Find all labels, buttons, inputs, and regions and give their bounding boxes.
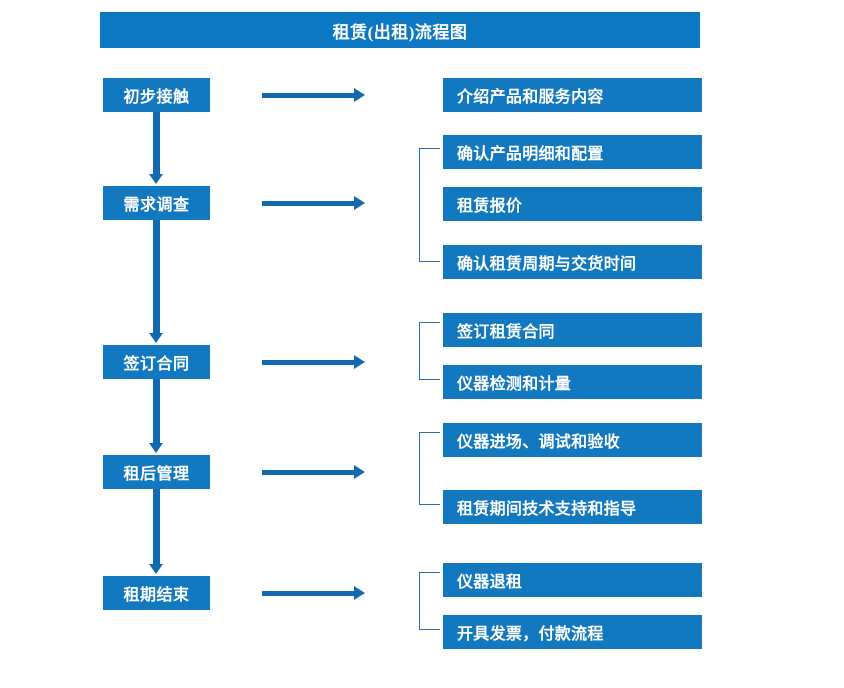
detail-box-10[interactable]: 开具发票，付款流程 (443, 615, 702, 649)
stage-box-2[interactable]: 需求调查 (103, 186, 210, 220)
arrow-shaft (153, 489, 160, 565)
right-arrow-icon-5 (262, 586, 365, 600)
stage-box-1[interactable]: 初步接触 (103, 78, 210, 112)
arrow-shaft (262, 360, 355, 365)
group-bracket-2 (419, 322, 440, 380)
detail-box-8[interactable]: 租赁期间技术支持和指导 (443, 490, 702, 524)
detail-box-2[interactable]: 确认产品明细和配置 (443, 135, 702, 169)
chart-title-bar: 租赁(出租)流程图 (100, 12, 700, 48)
arrow-shaft (262, 591, 355, 596)
detail-box-1[interactable]: 介绍产品和服务内容 (443, 78, 702, 112)
stage-box-5[interactable]: 租期结束 (103, 576, 210, 610)
arrow-head (354, 196, 365, 210)
group-bracket-3 (419, 432, 440, 505)
arrow-shaft (153, 220, 160, 334)
detail-box-9[interactable]: 仪器退租 (443, 563, 702, 597)
right-arrow-icon-4 (262, 465, 365, 479)
arrow-head (149, 564, 163, 574)
arrow-head (354, 586, 365, 600)
detail-box-4[interactable]: 确认租赁周期与交货时间 (443, 245, 702, 279)
arrow-head (354, 355, 365, 369)
right-arrow-icon-3 (262, 355, 365, 369)
right-arrow-icon-2 (262, 196, 365, 210)
arrow-head (354, 88, 365, 102)
arrow-shaft (262, 470, 355, 475)
down-arrow-icon-4 (149, 489, 163, 574)
arrow-head (149, 174, 163, 184)
arrow-shaft (262, 93, 355, 98)
arrow-head (149, 333, 163, 343)
stage-box-3[interactable]: 签订合同 (103, 345, 210, 379)
arrow-shaft (153, 379, 160, 444)
detail-box-5[interactable]: 签订租赁合同 (443, 313, 702, 347)
stage-box-4[interactable]: 租后管理 (103, 455, 210, 489)
arrow-shaft (153, 112, 160, 175)
detail-box-3[interactable]: 租赁报价 (443, 187, 702, 221)
arrow-shaft (262, 201, 355, 206)
group-bracket-4 (419, 572, 440, 630)
right-arrow-icon-1 (262, 88, 365, 102)
arrow-head (354, 465, 365, 479)
detail-box-6[interactable]: 仪器检测和计量 (443, 365, 702, 399)
down-arrow-icon-1 (149, 112, 163, 184)
down-arrow-icon-3 (149, 379, 163, 453)
chart-title-text: 租赁(出租)流程图 (332, 22, 468, 42)
group-bracket-1 (419, 148, 440, 262)
down-arrow-icon-2 (149, 220, 163, 343)
arrow-head (149, 443, 163, 453)
detail-box-7[interactable]: 仪器进场、调试和验收 (443, 423, 702, 457)
